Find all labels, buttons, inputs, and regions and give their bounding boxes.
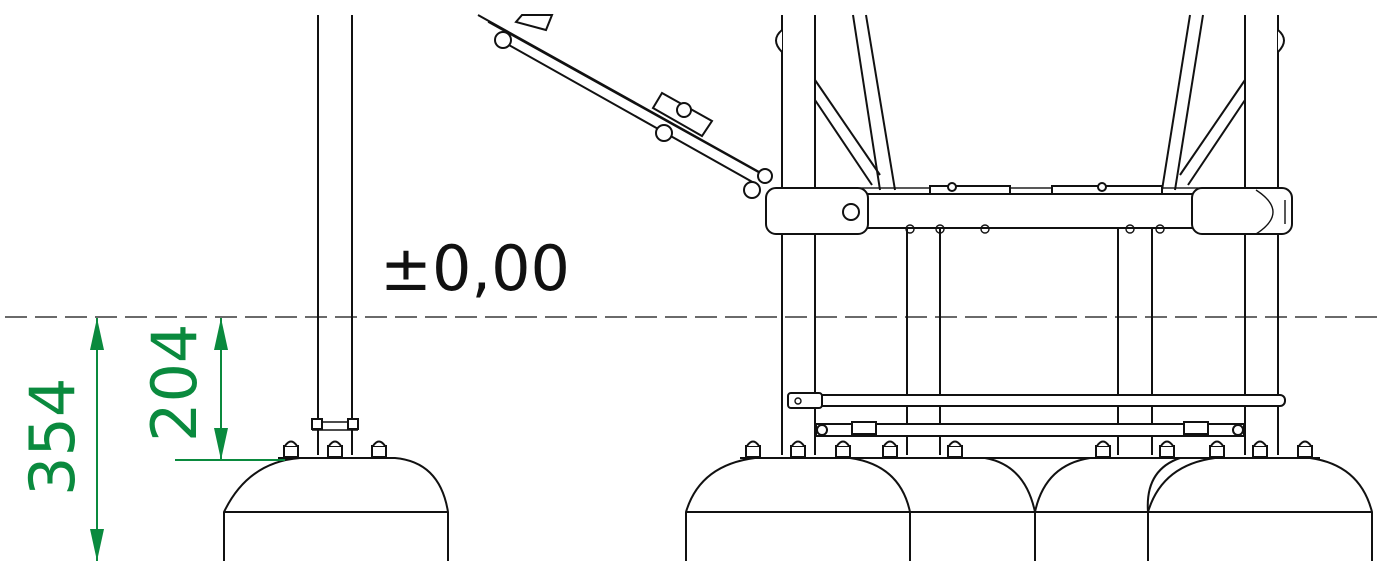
handrail-bar — [789, 394, 1286, 407]
float-1 — [685, 457, 911, 561]
dimension-204-label: 204 — [138, 324, 211, 442]
right-floats — [685, 440, 1373, 561]
right-frame — [765, 14, 1293, 455]
dimension-204: 204 — [138, 318, 285, 461]
left-pole-assembly — [223, 15, 449, 561]
dimension-354: 354 — [16, 318, 104, 561]
float-2 — [860, 457, 1036, 561]
right-beam-clamp — [1191, 187, 1293, 235]
float-3 — [1034, 457, 1181, 513]
diagonal-arm — [477, 14, 773, 199]
left-float — [223, 457, 449, 561]
right-float-bolts — [745, 440, 1313, 458]
left-float-bolts — [283, 418, 387, 458]
float-4 — [1147, 457, 1373, 561]
level-label: ±0,00 — [380, 232, 570, 305]
left-beam-clamp — [765, 187, 869, 235]
dimension-354-label: 354 — [16, 378, 89, 496]
